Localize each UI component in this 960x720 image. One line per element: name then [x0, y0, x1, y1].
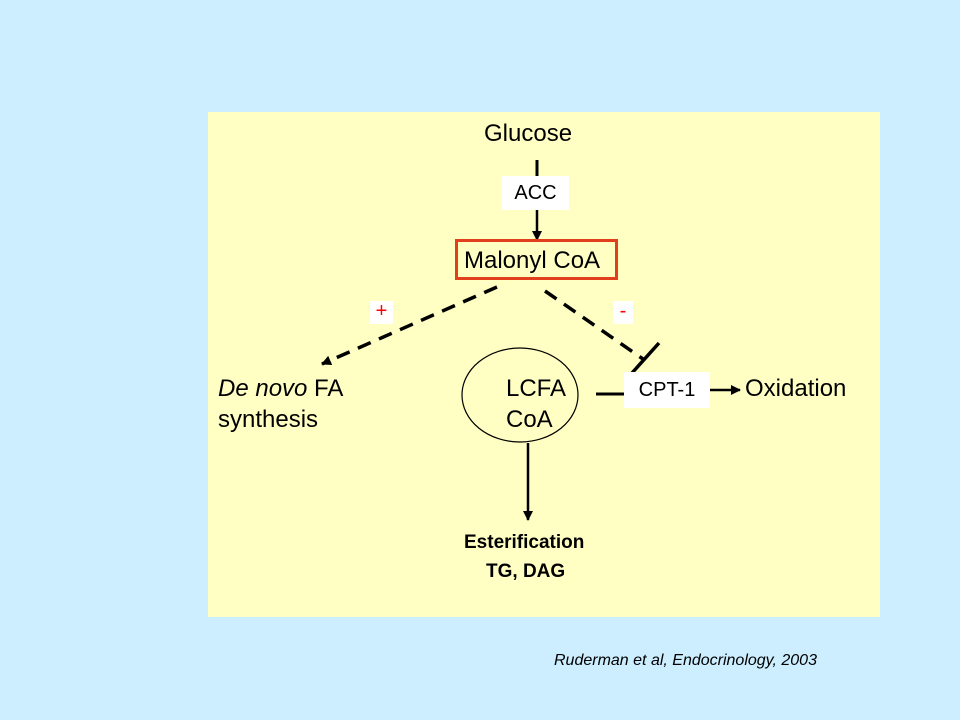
cpt1-label: CPT-1	[638, 379, 696, 401]
inhibition-bar	[630, 341, 661, 375]
plus-label: +	[375, 300, 388, 322]
cpt1-enzyme-box: CPT-1	[624, 372, 710, 408]
glucose-label: Glucose	[484, 120, 573, 147]
citation-text: Ruderman et al, Endocrinology, 2003	[554, 652, 817, 669]
minus-label: -	[619, 300, 627, 322]
acc-label: ACC	[514, 182, 557, 204]
coa-label: CoA	[506, 406, 553, 433]
activation-sign: +	[370, 301, 393, 324]
oxidation-label: Oxidation	[745, 375, 847, 402]
malonyl-coa-box: Malonyl CoA	[455, 239, 618, 280]
lcfa-coa-oval	[461, 347, 579, 443]
acc-enzyme-box: ACC	[502, 176, 569, 210]
esterification-label: Esterification	[464, 532, 585, 553]
malonyl-coa-label: Malonyl CoA	[464, 247, 601, 274]
synthesis-label: synthesis	[218, 406, 319, 433]
denovo-fa-text: FA	[307, 375, 344, 402]
lcfa-label: LCFA	[506, 375, 567, 402]
denovo-italic-text: De novo	[218, 375, 308, 402]
tg-dag-label: TG, DAG	[486, 561, 566, 582]
inhibition-sign: -	[613, 301, 633, 324]
denovo-fa-label: De novo FA	[218, 377, 343, 401]
malonyl-to-denovo-arrow	[321, 285, 498, 366]
malonyl-to-cpt1-inhibition	[544, 289, 644, 361]
